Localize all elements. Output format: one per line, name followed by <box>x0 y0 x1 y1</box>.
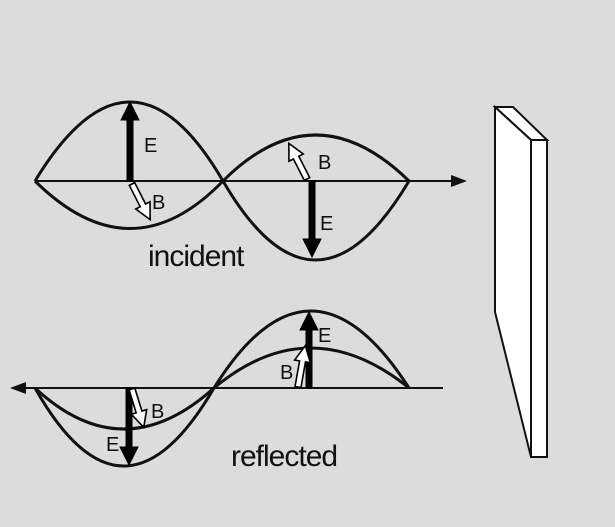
incident-e-label: E <box>144 135 157 157</box>
reflected-caption: reflected <box>231 440 337 473</box>
mirror-icon <box>492 104 550 458</box>
incident-e-arrow-up <box>120 100 140 182</box>
incident-b-arrow-down <box>128 181 151 222</box>
reflected-b-label: B <box>280 362 293 384</box>
reflected-b-arrow-up <box>293 343 312 389</box>
reflected-e-label: E <box>318 325 331 347</box>
incident-b-arrow-up <box>288 141 311 182</box>
incident-axis-arrowhead <box>451 175 467 187</box>
reflected-wave: E B B E reflected <box>10 309 443 473</box>
incident-wave: E B B E incident <box>33 100 467 273</box>
incident-e-arrow-down <box>302 180 322 259</box>
reflected-e-arrow-up <box>299 310 319 389</box>
incident-b-curve <box>33 133 411 230</box>
reflected-axis-arrowhead <box>10 382 26 394</box>
incident-caption: incident <box>148 240 245 273</box>
reflected-b-arrow-down <box>128 387 148 429</box>
incident-b-label: B <box>152 192 165 214</box>
incident-b-label-2: B <box>318 152 331 174</box>
reflected-b-label-2: B <box>151 401 164 423</box>
reflected-b-curve <box>33 346 410 431</box>
reflected-e-label-2: E <box>106 434 119 456</box>
incident-e-label-2: E <box>320 213 333 235</box>
